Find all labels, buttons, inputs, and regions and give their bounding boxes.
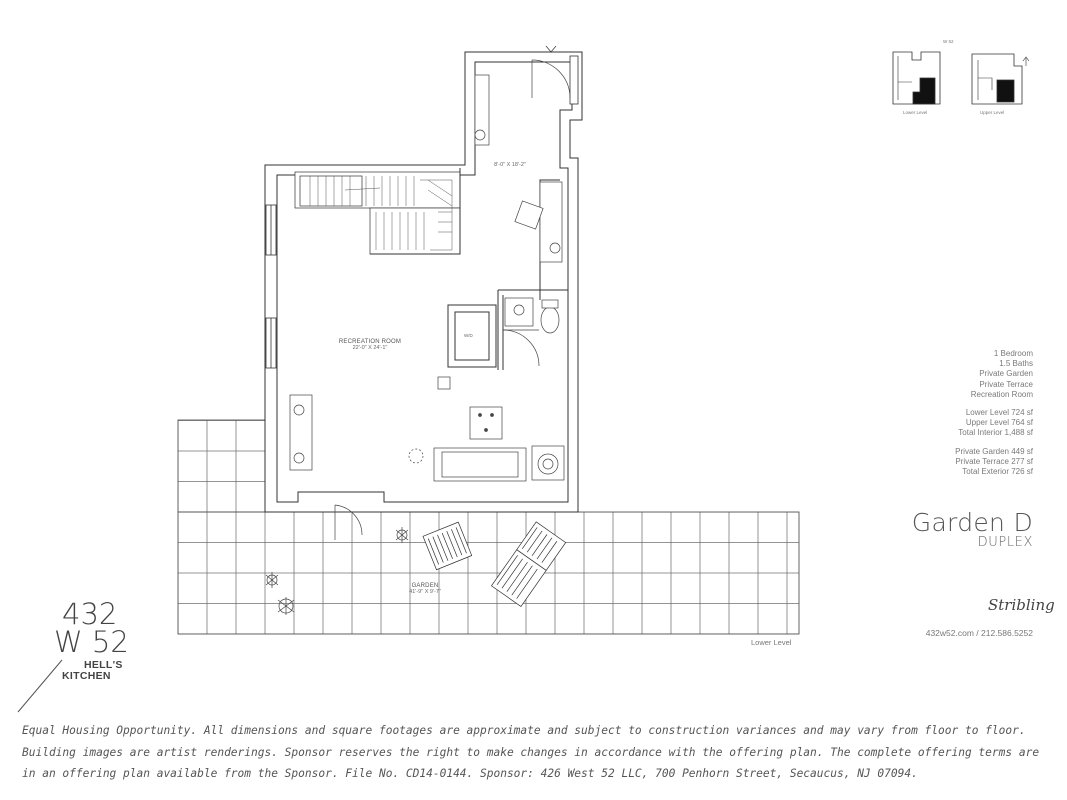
logo-line-2: W 52 xyxy=(54,625,129,659)
room-recreation-name: RECREATION ROOM xyxy=(338,339,402,345)
spec-garden: Private Garden xyxy=(979,369,1033,379)
spec-lower-sf: Lower Level 724 sf xyxy=(965,408,1033,418)
spec-terrace: Private Terrace xyxy=(979,379,1033,389)
legal-disclaimer: Equal Housing Opportunity. All dimension… xyxy=(22,724,1040,780)
room-recreation-dims: 22'-0" X 24'-1" xyxy=(352,345,388,351)
garden-furniture xyxy=(265,521,567,615)
spec-upper-sf: Upper Level 764 sf xyxy=(965,418,1033,428)
room-recreation: RECREATION ROOM 22'-0" X 24'-1" xyxy=(320,339,420,351)
logo-line-4: KITCHEN xyxy=(62,670,111,682)
logo-line-3: HELL'S xyxy=(84,659,123,671)
brand-slash xyxy=(17,659,63,713)
spec-garden-sf: Private Garden 449 sf xyxy=(955,446,1033,456)
furniture xyxy=(289,74,565,482)
garden-paving xyxy=(177,419,800,635)
spec-interior-sf: Total Interior 1,488 sf xyxy=(958,428,1033,438)
exterior-walls xyxy=(264,51,583,513)
agent-logo: Stribling xyxy=(988,596,1055,614)
windows xyxy=(265,55,579,369)
room-garden-name: GARDEN xyxy=(411,583,439,589)
room-garden-dims: 41'-9" X 9'-7" xyxy=(409,589,441,595)
unit-title: Garden D DUPLEX xyxy=(912,508,1033,550)
agent-contact: 432w52.com / 212.586.5252 xyxy=(925,628,1033,638)
spec-bedrooms: 1 Bedroom xyxy=(993,349,1033,358)
level-label: Lower Level xyxy=(751,638,792,647)
washer-dryer-label: W/D xyxy=(464,333,473,338)
room-kitchen-dims: 8'-0" X 18'-2" xyxy=(494,162,526,168)
doors xyxy=(334,45,571,540)
unit-specs: 1 Bedroom 1.5 Baths Private Garden Priva… xyxy=(955,349,1033,477)
spec-recreation: Recreation Room xyxy=(970,389,1033,399)
key-plan-lower-label: Lower Level xyxy=(903,110,928,115)
building-logo: 432 W 52 HELL'S KITCHEN xyxy=(54,597,129,682)
key-plan xyxy=(892,51,1030,105)
key-plan-street-label: W 52 xyxy=(943,39,954,44)
spec-exterior-sf: Total Exterior 726 sf xyxy=(962,467,1033,477)
logo-line-1: 432 xyxy=(62,597,118,631)
spec-terrace-sf: Private Terrace 277 sf xyxy=(955,456,1033,466)
room-garden: GARDEN 41'-9" X 9'-7" xyxy=(395,583,455,595)
unit-name: Garden D xyxy=(911,508,1033,537)
spec-baths: 1.5 Baths xyxy=(999,359,1033,369)
unit-type: DUPLEX xyxy=(977,535,1033,550)
stairs xyxy=(294,171,461,255)
key-plan-upper-label: Upper Level xyxy=(980,110,1005,115)
